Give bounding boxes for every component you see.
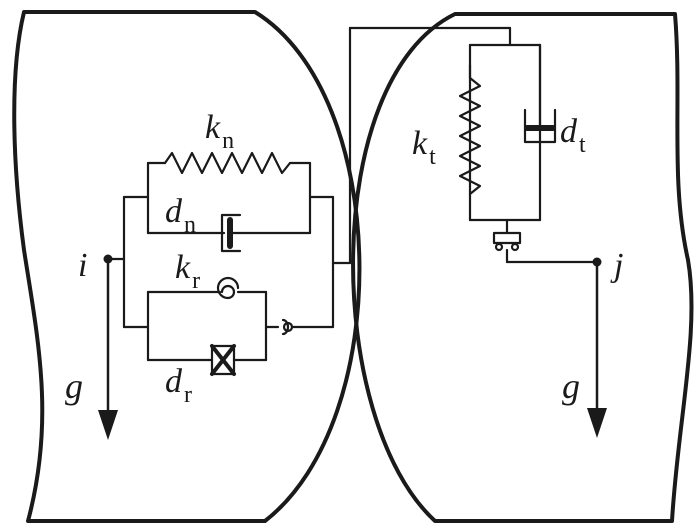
label-i: i bbox=[78, 247, 87, 284]
rolling-joint-icon bbox=[281, 318, 290, 336]
label-dn-sub: n bbox=[184, 212, 196, 238]
label-dt-main: d bbox=[560, 113, 578, 150]
label-j: j bbox=[610, 247, 623, 284]
svg-text:kr: kr bbox=[175, 249, 200, 294]
right-contact-model bbox=[348, 26, 599, 265]
svg-text:dt: dt bbox=[560, 113, 586, 158]
label-g-right: g bbox=[562, 366, 580, 406]
label-g-left: g bbox=[65, 366, 83, 406]
kn-spring bbox=[163, 151, 292, 175]
kt-spring bbox=[458, 76, 482, 196]
particle-j-body bbox=[351, 12, 694, 523]
label-dr-sub: r bbox=[184, 382, 192, 408]
left-contact-model bbox=[106, 151, 352, 376]
svg-text:kn: kn bbox=[205, 109, 234, 154]
node-j bbox=[592, 257, 602, 267]
label-kn-main: k bbox=[205, 109, 221, 146]
label-kr-main: k bbox=[175, 249, 191, 286]
slider-element bbox=[492, 231, 522, 245]
label-dr-main: d bbox=[165, 363, 183, 400]
label-kt-main: k bbox=[412, 125, 428, 162]
label-dn-main: d bbox=[165, 193, 183, 230]
node-i bbox=[103, 254, 113, 264]
svg-text:kt: kt bbox=[412, 125, 436, 170]
label-kn-sub: n bbox=[222, 128, 234, 154]
label-kt-sub: t bbox=[429, 144, 436, 170]
gravity-arrow-right bbox=[587, 263, 607, 438]
label-dt-sub: t bbox=[579, 132, 586, 158]
dn-dashpot bbox=[220, 213, 242, 253]
gravity-arrow-left bbox=[98, 260, 118, 440]
kr-rolling-spring-icon bbox=[216, 276, 240, 300]
svg-text:dn: dn bbox=[165, 193, 196, 238]
svg-text:dr: dr bbox=[165, 363, 192, 408]
label-kr-sub: r bbox=[192, 268, 200, 294]
